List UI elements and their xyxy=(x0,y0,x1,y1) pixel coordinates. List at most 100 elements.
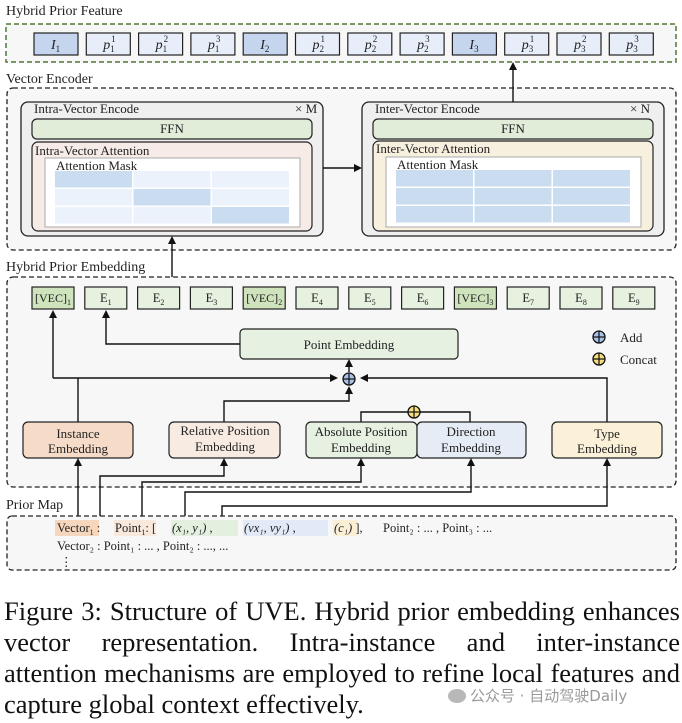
mask-cell-attend xyxy=(474,206,552,223)
intra-ffn-label: FFN xyxy=(160,121,184,136)
prior-map-ellipsis: ⋮ xyxy=(60,555,73,569)
mask-cell-blocked xyxy=(212,171,289,188)
embedding-token: E4 xyxy=(295,286,339,310)
embedding-token: E6 xyxy=(401,286,445,310)
type-embedding-block: Type Embedding xyxy=(551,421,663,459)
intra-ffn-block xyxy=(31,118,313,140)
watermark: 公众号 · 自动驾驶Daily xyxy=(448,685,627,706)
hybrid-prior-embedding-tokens: [VEC]1 E1 E2 E3 [VEC]2 E4 E5 E6 [VEC]3 E7 E8 E9 xyxy=(31,286,656,310)
embedding-token: E3 xyxy=(189,286,233,310)
token-superscript: 1 xyxy=(111,34,116,44)
token-label: I2 xyxy=(259,38,269,54)
mask-cell-attend xyxy=(396,206,473,223)
figure-caption: Figure 3: Structure of UVE. Hybrid prior… xyxy=(4,596,680,719)
point-token: p32 xyxy=(556,32,602,56)
mask-cell-blocked xyxy=(55,189,132,206)
token-superscript: 3 xyxy=(634,34,639,44)
prior-map-line2: Vector₂ : Point₁ : ... , Point₂ : ..., .… xyxy=(57,539,228,553)
intra-vector-encode-block: Intra-Vector Encode × M FFN Intra-Vector… xyxy=(20,101,324,237)
token-label: [VEC]1 xyxy=(35,291,71,307)
token-label: E7 xyxy=(522,291,534,307)
vector-sub: 1 xyxy=(90,528,94,537)
inter-vector-attention-label: Inter-Vector Attention xyxy=(376,141,491,156)
embedding-token: E7 xyxy=(506,286,550,310)
token-label: E6 xyxy=(417,291,429,307)
mask-cell-blocked xyxy=(133,171,211,188)
token-superscript: 1 xyxy=(321,34,326,44)
instance-embedding-label-line1: Instance xyxy=(56,426,100,441)
xy-token: (x₁, y₁) xyxy=(172,521,206,535)
legend: Add Concat xyxy=(592,330,657,367)
vec-token: [VEC]3 xyxy=(453,286,497,310)
token-superscript: 2 xyxy=(164,34,169,44)
token-label: E5 xyxy=(364,291,376,307)
point-token: p33 xyxy=(608,32,654,56)
token-label: E9 xyxy=(628,291,640,307)
instance-embedding-block: Instance Embedding xyxy=(22,421,134,459)
instance-token: I3 xyxy=(451,32,497,56)
add-legend-label: Add xyxy=(620,330,643,345)
inter-ffn-label: FFN xyxy=(501,121,525,136)
vec-token: [VEC]2 xyxy=(242,286,286,310)
concat-operator-icon xyxy=(407,405,421,419)
type-embedding-label-line2: Embedding xyxy=(577,441,637,456)
vec-token: [VEC]1 xyxy=(31,286,75,310)
token-superscript: 2 xyxy=(582,34,587,44)
mask-cell-attend xyxy=(396,170,473,187)
token-label: E4 xyxy=(311,291,323,307)
add-legend-icon xyxy=(592,330,606,344)
mask-cell-attend xyxy=(474,170,552,187)
relative-position-embedding-label-line2: Embedding xyxy=(195,439,255,454)
prior-map-title: Prior Map xyxy=(6,498,63,513)
intra-vector-attention-label: Intra-Vector Attention xyxy=(35,143,150,158)
inter-vector-encode-block: Inter-Vector Encode × N FFN Inter-Vector… xyxy=(361,101,665,237)
instance-token: I2 xyxy=(242,32,288,56)
token-label: E1 xyxy=(100,291,112,307)
embedding-token: E2 xyxy=(137,286,181,310)
inter-attention-mask-label: Attention Mask xyxy=(397,157,479,172)
xy-highlight xyxy=(171,520,238,536)
c-token: (c₁) xyxy=(334,521,352,535)
add-operator-icon xyxy=(342,372,356,386)
type-embedding-label-line1: Type xyxy=(594,426,620,441)
token-superscript: 2 xyxy=(373,34,378,44)
instance-token: I1 xyxy=(33,32,79,56)
point-token: p21 xyxy=(294,32,341,56)
absolute-position-embedding-label-line2: Embedding xyxy=(331,440,391,455)
point-token: Point xyxy=(115,521,142,535)
sep: : xyxy=(94,521,104,535)
vector-encoder-title: Vector Encoder xyxy=(6,72,93,87)
point-embedding-label: Point Embedding xyxy=(304,337,395,352)
embedding-token: E1 xyxy=(84,286,128,310)
point-token: p13 xyxy=(190,32,236,56)
point-highlight xyxy=(114,520,156,536)
instance-embedding-label-line2: Embedding xyxy=(48,441,108,456)
vxy-token: (vx₁, vy₁) xyxy=(244,521,289,535)
point-token: p12 xyxy=(138,32,184,56)
type-highlight xyxy=(333,520,358,536)
absolute-position-embedding-block: Absolute Position Embedding xyxy=(305,421,418,459)
embedding-token: E8 xyxy=(559,286,603,310)
direction-embedding-label-line2: Embedding xyxy=(441,440,501,455)
inter-attention-mask-grid xyxy=(396,170,630,223)
wechat-icon xyxy=(448,689,466,703)
mask-cell-blocked xyxy=(133,207,211,224)
intra-vector-encode-title: Intra-Vector Encode xyxy=(34,101,139,116)
token-label: E8 xyxy=(575,291,587,307)
inter-ffn-block xyxy=(372,118,654,140)
point-token: p23 xyxy=(399,32,445,56)
prior-map-connections xyxy=(74,458,611,522)
absolute-position-embedding-label-line1: Absolute Position xyxy=(315,424,408,439)
mask-cell-attend xyxy=(474,188,552,205)
vxy-highlight xyxy=(243,520,328,536)
embedding-token: E9 xyxy=(612,286,656,310)
mask-cell-attend xyxy=(133,189,211,206)
direction-embedding-block: Direction Embedding xyxy=(416,421,527,459)
rest: Point₂ : ... , Point₃ : ... xyxy=(383,521,492,535)
concat-legend-label: Concat xyxy=(620,352,657,367)
point-token: p31 xyxy=(504,32,550,56)
token-superscript: 3 xyxy=(216,34,221,44)
mask-cell-attend xyxy=(55,171,132,188)
